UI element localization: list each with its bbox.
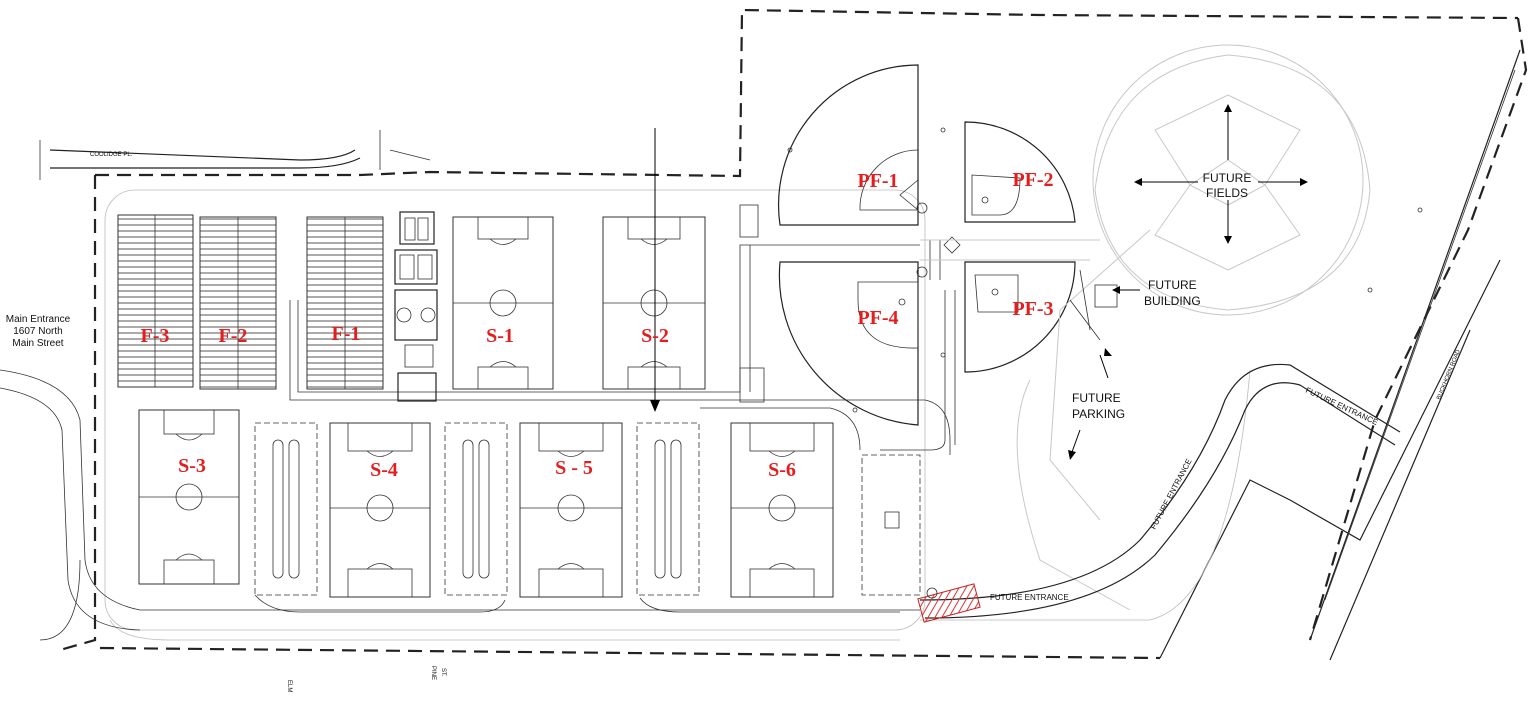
field-label-s3: S-3 xyxy=(178,455,206,477)
softball-field-pf4 xyxy=(778,261,928,426)
facility-buildings xyxy=(394,204,900,529)
fence-markers xyxy=(787,127,1423,413)
future-entrance-label-3: FUTURE ENTRANCE xyxy=(1304,386,1379,427)
pine-street-label: PINE xyxy=(430,666,436,680)
future-building-structure xyxy=(1069,269,1118,341)
buckhorn-road-label: BUCKHORN ROAD xyxy=(1436,348,1462,400)
football-field-f2 xyxy=(199,216,277,390)
svg-text:1607 North: 1607 North xyxy=(13,326,62,337)
softball-field-pf1 xyxy=(777,64,928,226)
field-label-pf4: PF-4 xyxy=(857,307,898,329)
future-building-label: FUTURE BUILDING xyxy=(1144,278,1201,308)
svg-text:FIELDS: FIELDS xyxy=(1206,186,1248,200)
field-label-pf2: PF-2 xyxy=(1012,169,1053,191)
football-fields xyxy=(117,214,384,390)
future-entrance-road xyxy=(917,363,1401,623)
future-fields-label: FUTURE FIELDS xyxy=(1203,171,1252,200)
svg-text:BUILDING: BUILDING xyxy=(1144,294,1201,308)
field-label-f3: F-3 xyxy=(141,325,170,347)
field-label-pf1: PF-1 xyxy=(857,170,898,192)
soccer-field-s6 xyxy=(730,422,834,598)
field-label-pf3: PF-3 xyxy=(1012,298,1053,320)
field-label-s6: S-6 xyxy=(768,459,796,481)
softball-fields xyxy=(777,64,1076,426)
soccer-field-s1 xyxy=(452,216,554,390)
parking-lots xyxy=(254,422,921,613)
field-label-f2: F-2 xyxy=(219,325,248,347)
svg-text:Main Street: Main Street xyxy=(12,338,63,349)
svg-text:FUTURE: FUTURE xyxy=(1148,278,1197,292)
elm-street-label: ELM xyxy=(286,680,292,692)
future-fields-area xyxy=(920,44,1371,611)
field-label-s4: S-4 xyxy=(370,459,398,481)
soccer-field-s3 xyxy=(138,409,240,585)
field-label-s1: S-1 xyxy=(486,325,514,347)
football-field-f3 xyxy=(117,214,194,388)
buckhorn-road xyxy=(1309,49,1521,661)
pine-street-label-2: ST. xyxy=(440,668,446,677)
future-parking-label: FUTURE PARKING xyxy=(1072,391,1125,421)
future-fields-arrows xyxy=(1068,104,1308,460)
soccer-field-s5 xyxy=(519,422,623,598)
field-label-f1: F-1 xyxy=(332,323,361,345)
coolidge-street-label: COOLIDGE PL. xyxy=(90,152,133,158)
softball-field-pf2 xyxy=(964,121,1076,223)
soccer-field-s4 xyxy=(329,422,431,598)
svg-text:FUTURE: FUTURE xyxy=(1072,391,1121,405)
future-entrance-label-2: FUTURE ENTRANCE xyxy=(1149,457,1194,531)
svg-text:Main Entrance: Main Entrance xyxy=(6,314,71,325)
svg-text:FUTURE: FUTURE xyxy=(1203,171,1252,185)
coolidge-road xyxy=(39,130,431,180)
field-label-s5: S - 5 xyxy=(555,457,593,479)
soccer-field-s2 xyxy=(602,128,706,412)
future-entrance-label-1: FUTURE ENTRANCE xyxy=(990,593,1069,602)
soccer-fields xyxy=(138,128,834,598)
field-label-s2: S-2 xyxy=(641,325,669,347)
softball-field-pf3 xyxy=(964,261,1076,373)
main-entrance-label: Main Entrance 1607 North Main Street xyxy=(6,314,71,349)
perimeter-path xyxy=(104,189,1251,641)
main-entrance-road xyxy=(0,369,920,641)
svg-text:PARKING: PARKING xyxy=(1072,407,1125,421)
football-field-f1 xyxy=(306,216,384,390)
property-boundary xyxy=(59,8,1528,660)
